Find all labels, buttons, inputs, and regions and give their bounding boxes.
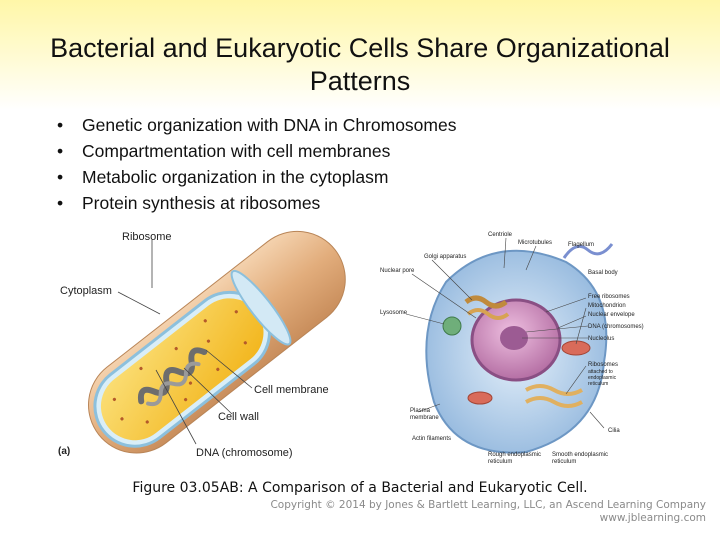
label-basal-body: Basal body xyxy=(588,270,618,276)
label-centriole: Centriole xyxy=(488,232,513,238)
dna-coil xyxy=(137,347,208,405)
label-lysosome: Lysosome xyxy=(380,310,408,316)
label-panel-a: (a) xyxy=(58,446,70,457)
cut-face-membrane xyxy=(230,269,292,346)
label-dna-chromosomes: DNA (chromosomes) xyxy=(588,324,644,330)
label-ribosome: Ribosome xyxy=(122,231,172,243)
bullet-item: Protein synthesis at ribosomes xyxy=(54,190,456,216)
label-smooth-er: Smooth endoplasmic xyxy=(552,452,608,458)
label-actin: Actin filaments xyxy=(412,436,451,442)
label-nuclear-envelope: Nuclear envelope xyxy=(588,312,635,318)
label-nuclear-pore: Nuclear pore xyxy=(380,268,415,274)
flagellum-shape xyxy=(562,243,614,259)
label-cilia: Cilia xyxy=(608,428,620,434)
golgi-shape xyxy=(464,295,508,309)
label-dna: DNA (chromosome) xyxy=(196,447,293,459)
figure-caption: Figure 03.05AB: A Comparison of a Bacter… xyxy=(132,480,588,496)
label-cell-wall: Cell wall xyxy=(218,411,259,423)
bacterial-cell-figure: Ribosome Cytoplasm Cell membrane Cell wa… xyxy=(58,230,346,459)
label-ribosomes: Ribosomes xyxy=(588,362,618,368)
label-flagellum: Flagellum xyxy=(568,242,594,248)
label-rough-er: reticulum xyxy=(488,459,512,465)
ribosome-dots xyxy=(112,310,247,424)
label-microtubules: Microtubules xyxy=(518,240,552,246)
label-free-ribosomes: Free ribosomes xyxy=(588,294,630,300)
label-cytoplasm: Cytoplasm xyxy=(60,285,112,297)
label-ribosomes-attached: endoplasmic xyxy=(588,375,617,381)
cytoplasm-shape xyxy=(100,298,264,441)
eukaryotic-cell-figure: Centriole Microtubules Flagellum Golgi a… xyxy=(380,232,644,465)
label-cell-membrane: Cell membrane xyxy=(254,384,329,396)
copyright-line: Copyright © 2014 by Jones & Bartlett Lea… xyxy=(270,499,706,511)
bullet-list: Genetic organization with DNA in Chromos… xyxy=(54,112,456,216)
label-rough-er: Rough endoplasmic xyxy=(488,452,541,458)
copyright-url: www.jblearning.com xyxy=(599,512,706,524)
label-nucleolus: Nucleolus xyxy=(588,336,614,342)
endoplasmic-reticulum-shape xyxy=(525,384,583,396)
nucleolus-shape xyxy=(500,326,528,350)
dna-coil xyxy=(146,361,201,407)
mitochondrion-shape xyxy=(467,391,493,405)
endoplasmic-reticulum-shape xyxy=(525,396,583,408)
label-smooth-er: reticulum xyxy=(552,459,576,465)
golgi-shape xyxy=(466,308,510,320)
mitochondrion-shape xyxy=(561,340,591,356)
label-plasma-membrane: Plasma xyxy=(410,408,431,414)
bullet-item: Genetic organization with DNA in Chromos… xyxy=(54,112,456,138)
slide-title: Bacterial and Eukaryotic Cells Share Org… xyxy=(50,33,670,96)
label-mitochondrion: Mitochondrion xyxy=(588,303,626,309)
bullet-item: Compartmentation with cell membranes xyxy=(54,138,456,164)
bullet-item: Metabolic organization in the cytoplasm xyxy=(54,164,456,190)
title-background xyxy=(0,0,720,110)
label-ribosomes-attached: attached to xyxy=(588,369,613,375)
label-plasma-membrane: membrane xyxy=(410,415,439,421)
copyright-notice: Copyright © 2014 by Jones & Bartlett Lea… xyxy=(270,499,706,525)
lysosome-shape xyxy=(442,316,462,336)
label-golgi: Golgi apparatus xyxy=(424,254,466,260)
label-ribosomes-attached: reticulum xyxy=(588,381,608,387)
